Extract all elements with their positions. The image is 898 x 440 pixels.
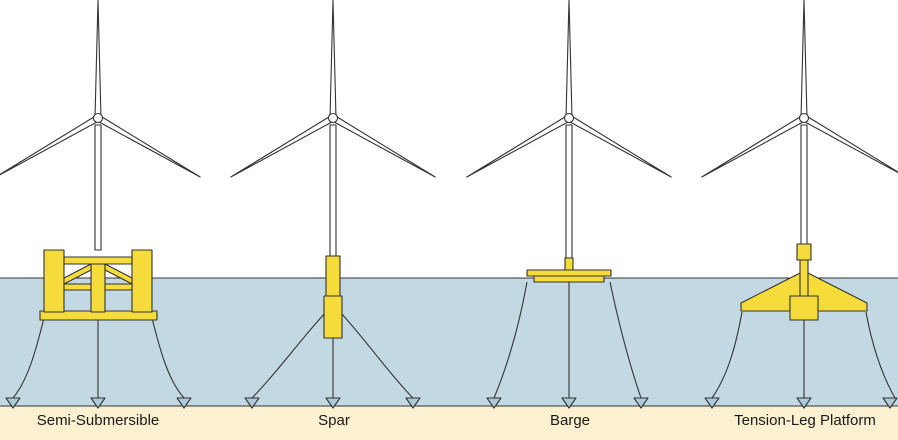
mooring-lines	[711, 311, 896, 399]
tension-leg-platform	[740, 243, 868, 321]
label-semi-submersible: Semi-Submersible	[36, 412, 160, 429]
mooring-lines	[251, 311, 414, 399]
label-spar: Spar	[318, 412, 350, 429]
seabed	[0, 406, 898, 440]
tension-leg-turbine	[699, 0, 898, 409]
spar-buoy	[323, 255, 343, 339]
semi-submersible-turbine	[0, 0, 203, 409]
tower	[800, 124, 808, 245]
mooring-lines	[12, 317, 185, 399]
barge-turbine	[464, 0, 674, 409]
sky	[0, 0, 898, 278]
semi-submersible-platform	[39, 249, 158, 321]
mooring-lines	[493, 281, 642, 399]
label-tension-leg-platform: Tension-Leg Platform	[734, 412, 876, 429]
tower	[94, 124, 102, 251]
barge-platform	[526, 257, 612, 283]
tower	[565, 124, 573, 259]
label-barge: Barge	[549, 412, 591, 429]
spar-turbine	[228, 0, 438, 409]
tower	[329, 124, 337, 257]
